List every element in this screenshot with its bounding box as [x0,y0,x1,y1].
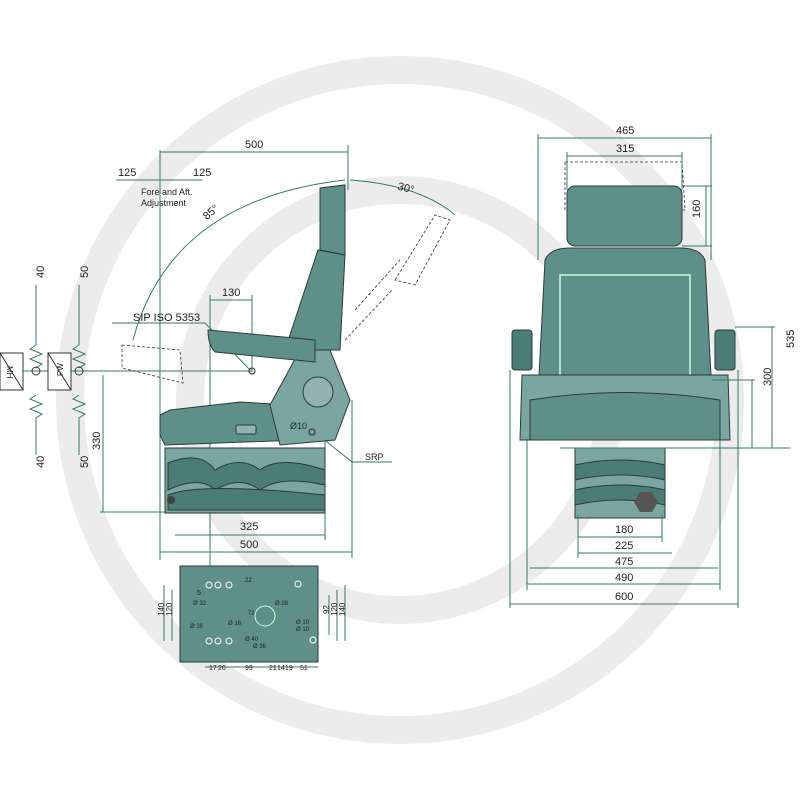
suspension-diagram: MH PW 40 40 50 50 [0,266,91,468]
dim-125-right: 125 [193,167,211,179]
bp-120-left: 120 [165,602,174,616]
bp-17: 17 [209,665,217,672]
dim-125-left: 125 [118,167,136,179]
dim-475: 475 [615,556,633,568]
up-40: 40 [35,266,47,278]
dim-315: 315 [616,143,634,155]
pivot-diameter: Ø10 [290,421,307,431]
dim-500-bottom: 500 [240,539,258,551]
bp-140-left: 140 [157,602,166,616]
bp-72: 72 [248,611,255,617]
bp-22: 22 [245,578,252,584]
dim-535: 535 [785,330,797,348]
dim-600: 600 [615,591,633,603]
bp-d28: Ø 28 [275,601,289,607]
bp-99: 99 [245,665,253,672]
srp-label: SRP [365,452,384,462]
seat-side-view [121,184,451,514]
bp-d10a: Ø 10 [296,620,310,626]
up-50: 50 [79,266,91,278]
seat-front-view [511,161,736,519]
down-50: 50 [79,456,91,468]
base-plate-labels: 140 120 92 120 140 Ø 32 Ø 36 Ø 18 Ø 40 Ø… [157,578,347,672]
dim-160: 160 [691,200,703,218]
bp-d36: Ø 36 [190,624,204,630]
bp-14: 14 [277,665,285,672]
front-view-dimensions [509,134,790,608]
dim-330: 330 [91,432,103,450]
dim-300: 300 [762,368,774,386]
dim-465: 465 [616,125,634,137]
mh-label: MH [5,366,14,379]
bp-21: 21 [269,665,277,672]
bp-d32: Ø 32 [193,601,207,607]
dim-180: 180 [615,524,633,536]
angle-30: 30° [396,181,415,197]
dim-490: 490 [615,572,633,584]
bp-d10b: Ø 10 [296,627,310,633]
dim-325: 325 [240,521,258,533]
bp-d18: Ø 18 [228,621,242,627]
dim-225: 225 [615,540,633,552]
dim-130: 130 [222,287,240,299]
dim-500-top: 500 [245,139,263,151]
bp-26: 26 [218,665,226,672]
base-plate [163,565,346,668]
bp-19: 19 [285,665,293,672]
bp-51: 51 [300,665,308,672]
front-view-labels: 465 315 160 535 300 180 225 475 490 600 [615,125,797,603]
bp-5: 5 [197,590,201,597]
bp-d36b: Ø 36 [253,644,267,650]
bp-d40: Ø 40 [245,637,259,643]
bp-140-right: 140 [338,602,347,616]
adjustment-label: Adjustment [141,198,187,208]
angle-85: 85° [201,203,221,223]
bp-120-right: 120 [330,602,339,616]
side-view-labels: 500 125 125 Fore and Aft. Adjustment 85°… [91,139,415,551]
sip-label: SIP ISO 5353 [133,312,200,324]
fore-aft-label: Fore and Aft. [141,187,193,197]
pw-label: PW [56,363,65,376]
bp-92: 92 [322,605,331,614]
down-40: 40 [35,456,47,468]
